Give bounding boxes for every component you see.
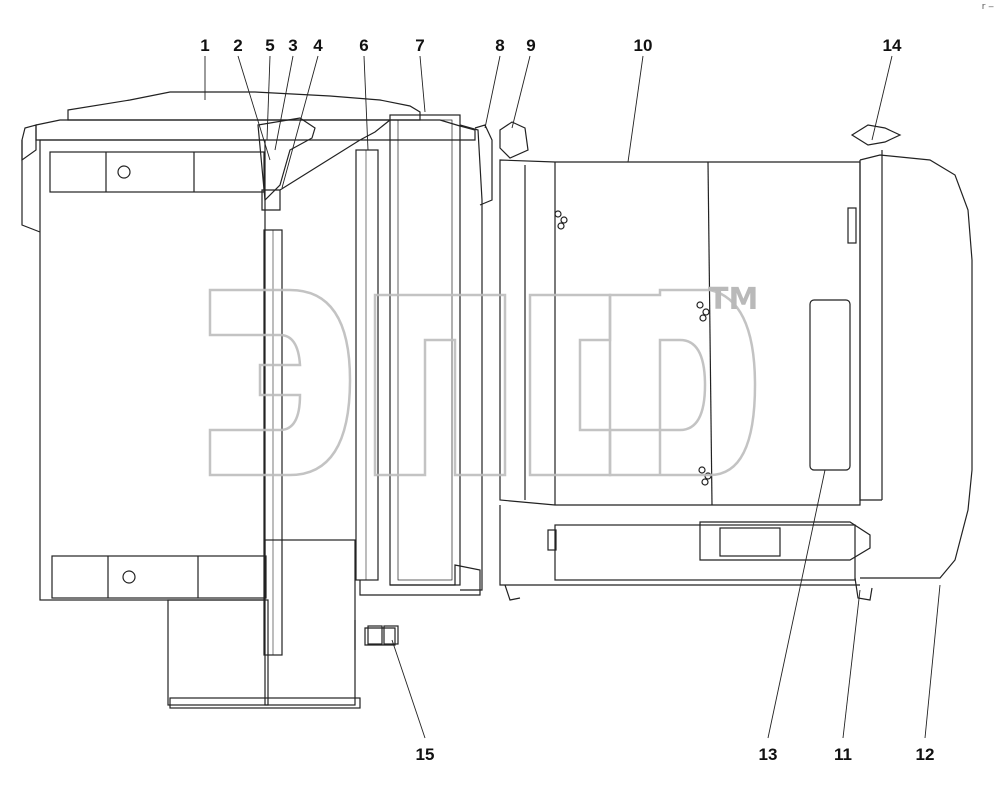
callout-9: 9 <box>526 36 536 55</box>
callout-13: 13 <box>758 745 778 764</box>
callout-4: 4 <box>313 36 323 55</box>
callout-12: 12 <box>915 745 935 764</box>
watermark-logo <box>208 288 757 477</box>
callout-15: 15 <box>415 745 435 764</box>
callout-10: 10 <box>633 36 653 55</box>
callout-11: 11 <box>834 745 852 764</box>
line-art <box>21 91 973 709</box>
callout-6: 6 <box>359 36 369 55</box>
leader-lines <box>204 55 941 739</box>
callout-8: 8 <box>495 36 505 55</box>
callout-2: 2 <box>233 36 243 55</box>
callout-1: 1 <box>200 36 210 55</box>
callout-7: 7 <box>415 36 425 55</box>
corner-mark: r ‒ <box>981 2 994 12</box>
callout-5: 5 <box>265 36 275 55</box>
callout-14: 14 <box>882 36 902 55</box>
callout-3: 3 <box>288 36 298 55</box>
watermark-tm: TM <box>708 282 759 317</box>
